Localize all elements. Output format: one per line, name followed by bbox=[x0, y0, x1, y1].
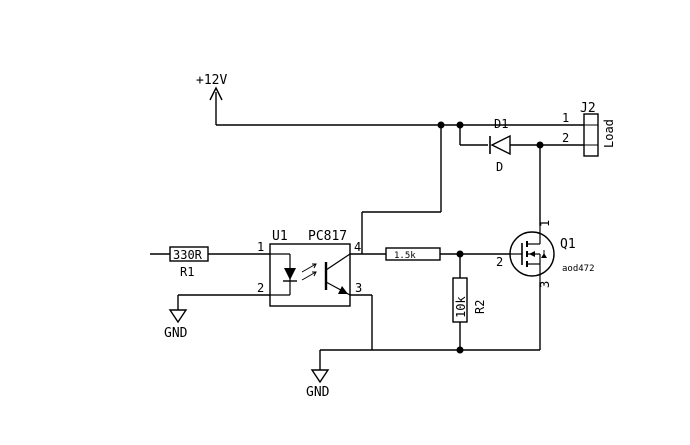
light-arrow-icon bbox=[301, 271, 317, 281]
r1-ref: R1 bbox=[180, 265, 194, 279]
j2-connector bbox=[583, 113, 599, 157]
junction-dot bbox=[456, 121, 464, 129]
r2-resistor bbox=[452, 277, 468, 323]
r1-resistor bbox=[169, 246, 209, 262]
q1-body bbox=[509, 231, 555, 277]
r1-value: 330R bbox=[173, 248, 203, 262]
led-icon bbox=[284, 268, 296, 280]
wires bbox=[150, 92, 584, 370]
j2-pin1: 1 bbox=[562, 111, 569, 125]
u1-pin2: 2 bbox=[257, 281, 264, 295]
u1-pin1: 1 bbox=[257, 240, 264, 254]
q1-pin1: 1 bbox=[538, 220, 552, 227]
j2-pin2: 2 bbox=[562, 131, 569, 145]
j2-name: Load bbox=[602, 119, 616, 148]
d1-value: D bbox=[496, 160, 503, 174]
d1-diode-icon bbox=[490, 134, 511, 156]
junctions bbox=[437, 121, 544, 354]
u1-pin3: 3 bbox=[355, 281, 362, 295]
q1-pin2: 2 bbox=[496, 255, 503, 269]
junction-dot bbox=[536, 141, 544, 149]
junction-dot bbox=[456, 346, 464, 354]
gnd-label-1: GND bbox=[164, 326, 188, 341]
ground-icon bbox=[310, 369, 330, 384]
gnd-label-2: GND bbox=[306, 385, 330, 400]
junction-dot bbox=[456, 250, 464, 258]
ground-icon bbox=[168, 309, 188, 324]
r2-ref: R2 bbox=[473, 300, 487, 314]
u1-pin4: 4 bbox=[354, 240, 361, 254]
q1-part: aod472 bbox=[562, 264, 595, 274]
q1-mosfet bbox=[509, 226, 555, 282]
u1-optocoupler bbox=[269, 243, 351, 307]
q1-pin3: 3 bbox=[538, 281, 552, 288]
u1-part: PC817 bbox=[308, 229, 347, 244]
light-arrow-icon bbox=[301, 263, 317, 273]
vcc-label: +12V bbox=[196, 73, 227, 88]
gate-resistor bbox=[385, 247, 441, 261]
gate-resistor-value: 1.5k bbox=[394, 251, 416, 261]
transistor-collector bbox=[325, 253, 351, 271]
u1-ref: U1 bbox=[272, 229, 288, 244]
j2-ref: J2 bbox=[580, 101, 596, 116]
q1-diode-icon bbox=[541, 253, 547, 258]
d1-ref: D1 bbox=[494, 117, 508, 131]
junction-dot bbox=[437, 121, 445, 129]
u1-body bbox=[269, 243, 351, 307]
q1-arrow-icon bbox=[529, 251, 535, 257]
emitter-arrow-icon bbox=[338, 286, 348, 294]
r2-value: 10k bbox=[454, 296, 468, 318]
q1-ref: Q1 bbox=[560, 237, 576, 252]
vcc-arrow-icon bbox=[209, 86, 223, 101]
